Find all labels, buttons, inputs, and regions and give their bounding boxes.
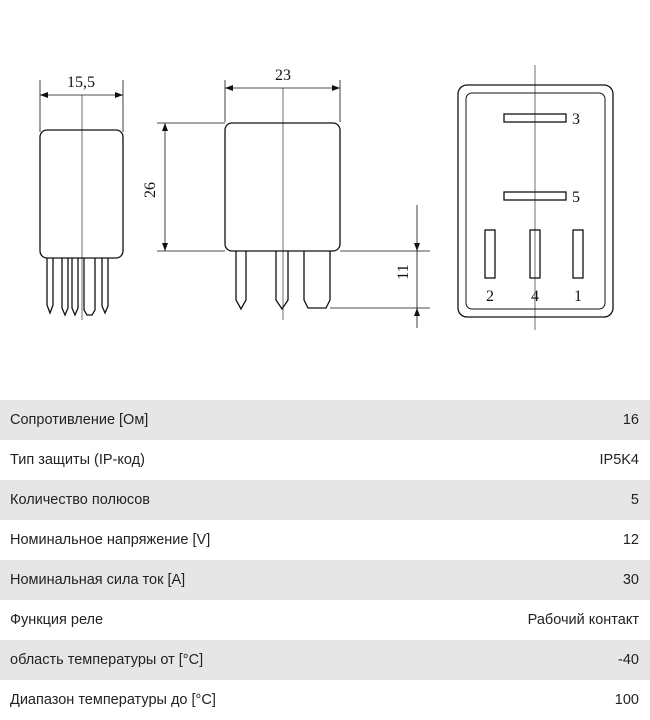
- specifications-table: Сопротивление [Ом] 16 Тип защиты (IP-код…: [0, 400, 650, 720]
- spec-label: Сопротивление [Ом]: [10, 412, 149, 428]
- dimension-width-front: 23: [275, 67, 291, 84]
- spec-label: Диапазон температуры до [°C]: [10, 692, 216, 708]
- spec-value: 16: [622, 412, 639, 428]
- spec-label: Функция реле: [10, 612, 104, 628]
- spec-row-relay-function: Функция реле Рабочий контакт: [0, 600, 650, 640]
- pin-label-5: 5: [572, 189, 580, 206]
- spec-row-temp-min: область температуры от [°C] -40: [0, 640, 650, 680]
- spec-row-current: Номинальная сила ток [A] 30: [0, 560, 650, 600]
- relay-side-view: [39, 80, 124, 320]
- spec-value: 30: [622, 572, 639, 588]
- spec-value: Рабочий контакт: [527, 612, 639, 628]
- relay-front-view: [157, 80, 430, 328]
- spec-label: область температуры от [°C]: [10, 652, 204, 668]
- spec-value: 5: [630, 492, 639, 508]
- relay-pin-layout-view: [457, 65, 614, 330]
- spec-row-resistance: Сопротивление [Ом] 16: [0, 400, 650, 440]
- relay-technical-drawing: 15,5 23 26 11 3 5 2 4 1: [39, 65, 614, 330]
- spec-label: Номинальное напряжение [V]: [10, 532, 211, 548]
- spec-row-voltage: Номинальное напряжение [V] 12: [0, 520, 650, 560]
- pin-label-3: 3: [572, 111, 580, 128]
- dimension-height: 26: [142, 182, 159, 198]
- pin-label-4: 4: [531, 288, 539, 305]
- dimension-pin-length: 11: [395, 264, 412, 279]
- spec-value: IP5K4: [599, 452, 640, 468]
- spec-label: Количество полюсов: [10, 492, 151, 508]
- pin-label-1: 1: [574, 288, 582, 305]
- spec-row-poles: Количество полюсов 5: [0, 480, 650, 520]
- spec-row-protection: Тип защиты (IP-код) IP5K4: [0, 440, 650, 480]
- spec-value: 12: [622, 532, 639, 548]
- spec-label: Тип защиты (IP-код): [10, 452, 145, 468]
- spec-label: Номинальная сила ток [A]: [10, 572, 186, 588]
- pin-label-2: 2: [486, 288, 494, 305]
- dimension-width-side: 15,5: [67, 74, 95, 91]
- relay-drawing-svg: 15,5 23 26 11 3 5 2 4 1: [39, 65, 614, 330]
- spec-value: -40: [618, 652, 639, 668]
- spec-value: 100: [614, 692, 639, 708]
- spec-row-temp-max: Диапазон температуры до [°C] 100: [0, 680, 650, 720]
